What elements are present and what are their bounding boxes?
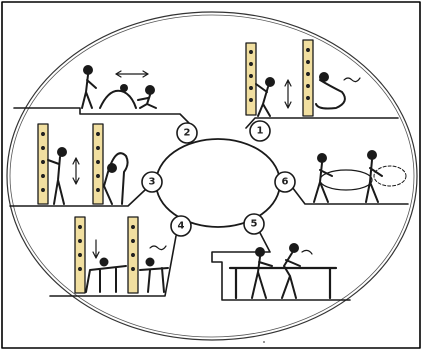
- wall-bar-station-1-a: [246, 43, 256, 115]
- outer-oval-inner-line: [10, 15, 414, 337]
- station-marker-2: 2: [177, 123, 197, 143]
- station-6-figures: [314, 150, 406, 202]
- station-marker-6: 6: [275, 172, 295, 192]
- platform-lines: [10, 108, 408, 300]
- station-marker-1: 1: [250, 121, 270, 141]
- station-number-6: 6: [282, 177, 289, 188]
- station-marker-4: 4: [171, 216, 191, 236]
- station-2-figures: [82, 65, 156, 108]
- station-number-3: 3: [149, 177, 156, 188]
- outer-oval: [7, 12, 417, 340]
- stray-dot: [263, 341, 265, 343]
- station-4-figures: [86, 240, 168, 292]
- wall-bar-station-3-a: [38, 124, 48, 204]
- station-number-1: 1: [257, 126, 264, 137]
- station-number-2: 2: [184, 128, 191, 139]
- station-3-figures: [48, 147, 128, 204]
- wall-bar-station-4-a: [75, 217, 85, 293]
- station-marker-5: 5: [244, 214, 264, 234]
- station-number-5: 5: [251, 219, 258, 230]
- wall-bar-station-4-b: [128, 217, 138, 293]
- central-ring: [156, 139, 280, 227]
- station-marker-3: 3: [142, 172, 162, 192]
- station-number-4: 4: [178, 221, 185, 232]
- wall-bar-station-3-b: [93, 124, 103, 204]
- wall-bar-station-1-b: [303, 40, 313, 116]
